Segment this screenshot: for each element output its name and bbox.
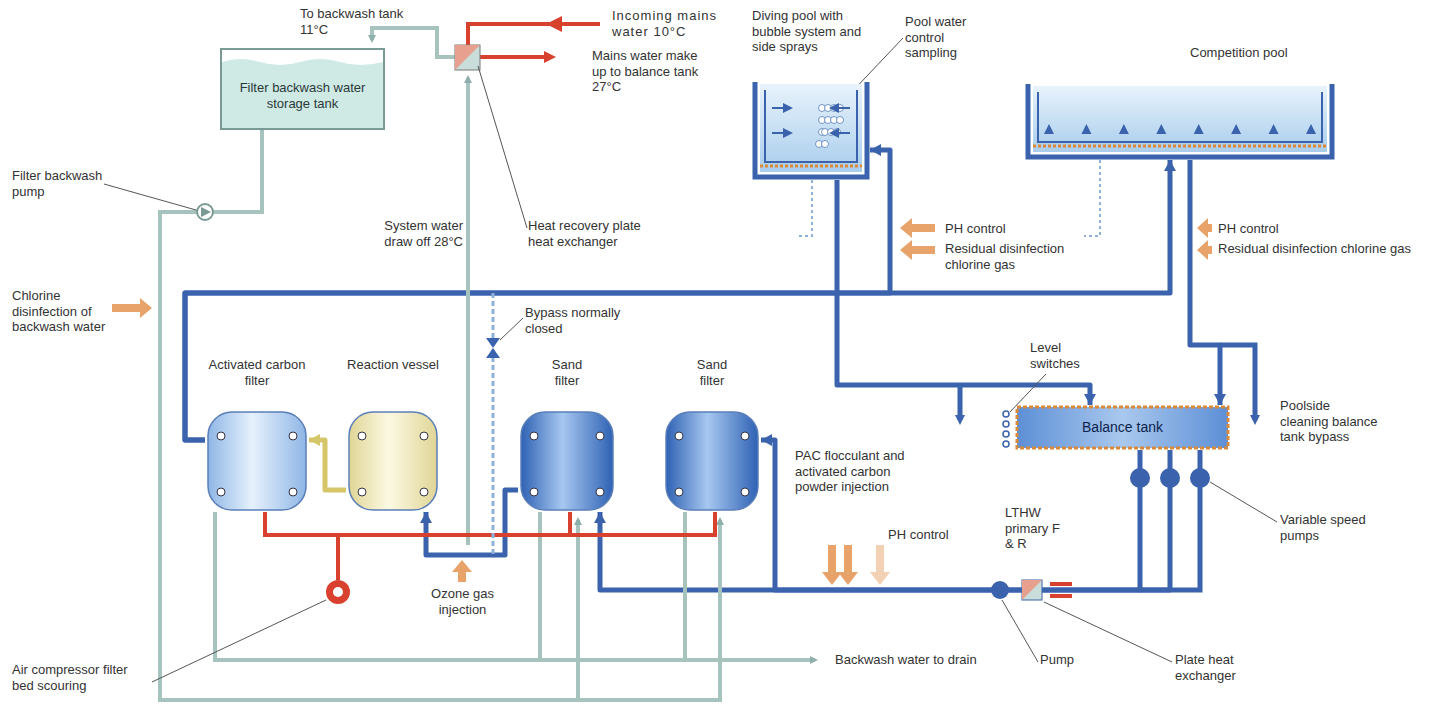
pool: Competition pool [1025,45,1335,160]
tank-box: Balance tank [1015,405,1230,450]
callout-label: Pool water control sampling [905,14,997,61]
callout-label: Ozone gas injection [415,586,510,617]
node-shape [1025,45,1335,160]
callout-label: Bypass normally closed [525,305,635,336]
node-heading: Sand filter [542,357,592,388]
pipe-connector [185,160,1176,440]
callout-label: Poolside cleaning balance tank bypass [1280,398,1380,445]
callout-label: Plate heat exchanger [1175,652,1275,683]
pipe-connector [761,434,1170,590]
node-label: Balance tank [1082,419,1163,436]
pool: Diving pool with bubble system and side … [752,8,870,180]
callout-label: Mains water make up to balance tank 27°C [592,48,712,95]
callout-label: System water draw off 28°C [383,218,463,249]
pipe-connector [1190,160,1226,405]
callout-label: To backwash tank 11°C [300,6,412,37]
callout-label: PH control [1218,221,1338,237]
callout-label: Level switches [1030,340,1100,371]
callout-label: Pump [1040,652,1090,668]
node-heading: Diving pool with bubble system and side … [752,8,870,55]
callout-label: Backwash water to drain [835,652,1005,668]
callout-label: PAC flocculant and activated carbon powd… [795,448,925,495]
callout-label: Filter backwash pump [12,168,122,199]
node-heading: Activated carbon filter [205,357,309,388]
callout-label: PH control [888,527,978,543]
filter-vessel: Sand filter [518,355,616,512]
callout-label: Variable speed pumps [1280,512,1370,543]
pipe-connector [309,434,346,490]
callout-label: Residual disinfection chlorine gas [1218,241,1418,257]
callout-label: Chlorine disinfection of backwash water [12,288,107,335]
callout-label: Incoming mains water 10°C [612,8,752,39]
filter-vessel: Activated carbon filter [205,355,309,512]
callout-label: PH control [945,221,1065,237]
node-shape [346,355,440,512]
callout-label: Residual disinfection chlorine gas [945,241,1105,272]
node-heading: Sand filter [687,357,737,388]
pipe-connector [837,180,1096,405]
node-heading: Reaction vessel [346,357,440,373]
callout-label: Heat recovery plate heat exchanger [528,218,653,249]
node-label: Filter backwash water storage tank [228,80,377,111]
filter-vessel: Sand filter [663,355,761,512]
callout-label: LTHW primary F & R [1005,505,1067,552]
callout-label: Air compressor filter bed scouring [12,662,152,693]
tank-box: Filter backwash water storage tank [220,48,385,130]
node-heading: Competition pool [1190,45,1330,61]
filter-vessel: Reaction vessel [346,355,440,512]
